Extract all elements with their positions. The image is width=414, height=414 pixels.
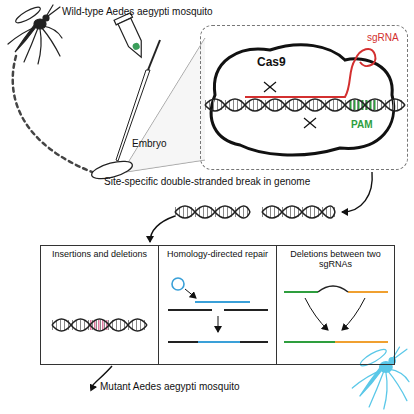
annotation-label: Wild-type Aedes aegypti mosquito <box>62 6 282 18</box>
outcome-panel: Deletions between two sgRNAs <box>276 245 395 365</box>
dna-strand <box>52 319 147 331</box>
annotation-label: Mutant Aedes aegypti mosquito <box>100 381 300 393</box>
annotation-label: Site-specific double-stranded break in g… <box>104 176 354 188</box>
panel-heading: Homology-directed repair <box>159 246 276 259</box>
flow-arrow <box>185 289 196 298</box>
flow-arrow <box>342 172 372 212</box>
needle-holder <box>148 40 160 70</box>
protein-label: Cas9 <box>257 56 286 70</box>
tube-liquid <box>132 42 141 51</box>
panel-heading: Deletions between two sgRNAs <box>277 246 394 270</box>
scissor-blade <box>264 82 276 92</box>
flow-arrow <box>218 316 219 332</box>
broken-dna <box>224 309 268 311</box>
cut-fragment <box>284 291 318 293</box>
zoom-cone <box>126 38 205 172</box>
repaired-dna <box>240 341 268 343</box>
annotation-label: Embryo <box>132 138 192 150</box>
dna-strand <box>262 206 335 218</box>
scissors <box>264 82 316 128</box>
flow-arrow <box>342 298 365 330</box>
pam-label: PAM <box>351 119 372 131</box>
dna-strand <box>52 319 147 331</box>
dna-strand <box>205 99 405 111</box>
joined-dna <box>284 341 335 343</box>
excised-segment <box>318 286 348 292</box>
dna-rungs <box>262 207 335 217</box>
flow-arrow <box>305 298 328 330</box>
dna-rungs <box>205 100 405 110</box>
flow-arrow <box>150 216 175 242</box>
tube-body <box>118 18 148 60</box>
dna-strand <box>262 206 335 218</box>
pam-rungs <box>350 100 378 110</box>
mutant-mosquito <box>352 347 409 409</box>
dashed-trajectory <box>13 56 92 172</box>
dna-rungs <box>175 207 250 217</box>
panel-heading: Insertions and deletions <box>41 246 158 259</box>
dna-strand <box>175 206 250 218</box>
outcome-panel: Insertions and deletions <box>40 245 159 365</box>
scissor-blade <box>304 118 316 128</box>
zoom-callout-box: Cas9 sgRNA PAM <box>200 25 408 170</box>
donor-template <box>195 301 250 303</box>
dna-strand <box>205 99 405 111</box>
scissor-blade <box>264 82 276 92</box>
inserted-sequence <box>198 341 240 343</box>
sgrna-strand <box>245 49 375 97</box>
cut-fragment <box>348 291 388 293</box>
donor-plasmid <box>172 278 184 290</box>
dna-strand <box>175 206 250 218</box>
injection-tube <box>114 13 149 61</box>
joined-dna <box>335 341 388 343</box>
scissor-blade <box>304 118 316 128</box>
sgrna-label: sgRNA <box>367 32 399 44</box>
dna-rungs <box>52 320 147 330</box>
outcome-panel: Homology-directed repair <box>158 245 277 365</box>
repaired-dna <box>168 341 198 343</box>
broken-dna <box>168 309 212 311</box>
